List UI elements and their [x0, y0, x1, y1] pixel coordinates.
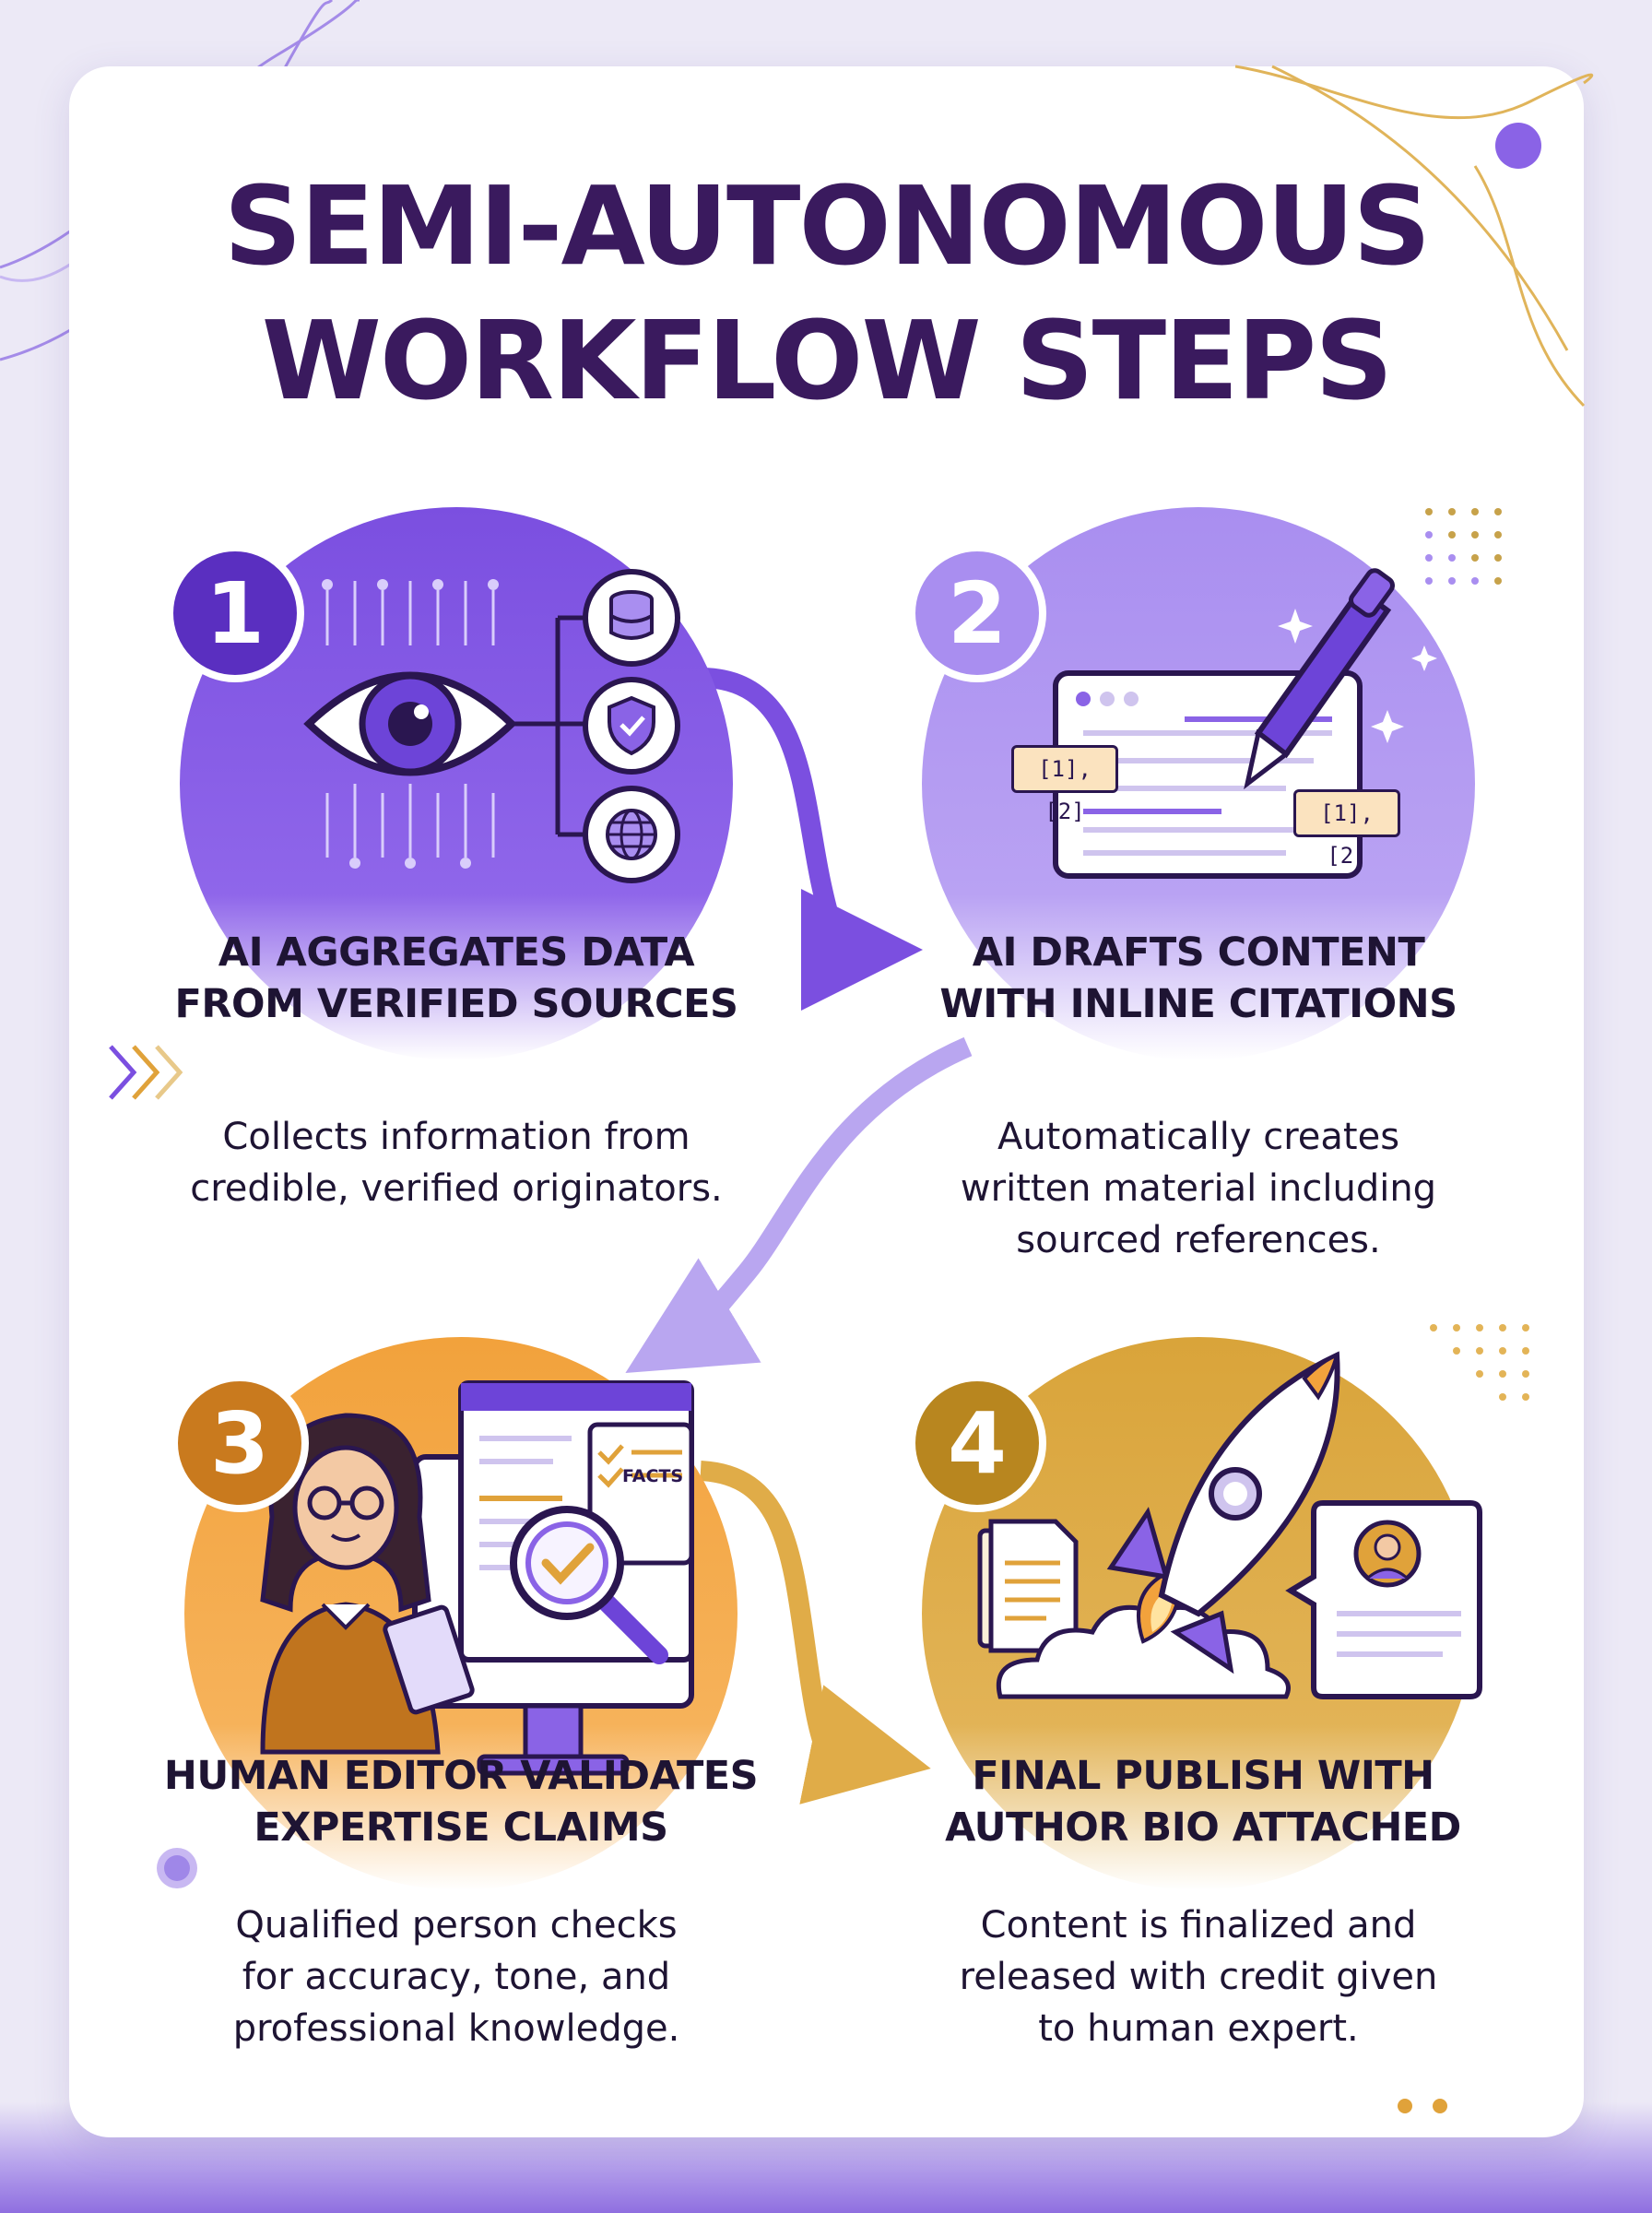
chevrons-icon [109, 1045, 183, 1100]
citation-tag-left: [1], [2] [1011, 745, 1118, 824]
editor-person-icon [260, 1413, 475, 1755]
step-1-description: Collects information from credible, veri… [190, 1116, 723, 1210]
step-4-number-badge: 4 [908, 1374, 1046, 1512]
step-2-description: Automatically creates written material i… [960, 1116, 1437, 1261]
author-bio-icon [1285, 1500, 1482, 1699]
step-3-heading: HUMAN EDITOR VALIDATES EXPERTISE CLAIMS [163, 1753, 759, 1851]
dot-grid-top [1425, 508, 1502, 585]
facts-label: FACTS [622, 1466, 684, 1486]
step-3-description: Qualified person checks for accuracy, to… [232, 1904, 680, 2050]
step-2-heading: AI DRAFTS CONTENT WITH INLINE CITATIONS [939, 929, 1457, 1027]
checklist-panel [587, 1422, 694, 1566]
step-3-number-badge: 3 [171, 1374, 309, 1512]
step-4-heading: FINAL PUBLISH WITH AUTHOR BIO ATTACHED [945, 1753, 1461, 1851]
magnifier-check-icon [510, 1506, 668, 1664]
decor-ring [157, 1848, 197, 1888]
eye-icon [303, 671, 517, 776]
circuit-lines-icon [325, 581, 495, 858]
citation-tag-right: [1], [2] [1293, 789, 1400, 869]
title-line-1: SEMI-AUTONOMOUS [223, 162, 1432, 290]
step-1-heading: AI AGGREGATES DATA FROM VERIFIED SOURCES [174, 929, 738, 1027]
step-4-illustration [922, 1337, 1482, 1890]
shield-check-icon [583, 677, 680, 775]
title-line-2: WORKFLOW STEPS [261, 297, 1393, 424]
pen-icon [1244, 568, 1395, 790]
decor-dot-purple [1495, 123, 1541, 169]
step-3-illustration [184, 1337, 738, 1890]
step-1-illustration [180, 507, 733, 1060]
arrow-3-to-4 [700, 1461, 931, 1805]
arrow-2-to-3 [625, 1036, 973, 1373]
arrow-1-to-2 [700, 668, 923, 1012]
sparkle-icon [1278, 609, 1437, 743]
step-1-number-badge: 1 [166, 544, 304, 682]
database-icon [583, 569, 680, 667]
step-4-description: Content is finalized and released with c… [959, 1904, 1438, 2050]
step-2-number-badge: 2 [908, 544, 1046, 682]
step-2-illustration [922, 507, 1475, 1060]
rocket-icon [1106, 1351, 1340, 1675]
document-stack-icon [977, 1519, 1079, 1653]
globe-icon [583, 786, 680, 883]
dot-grid-mid [1430, 1324, 1529, 1401]
